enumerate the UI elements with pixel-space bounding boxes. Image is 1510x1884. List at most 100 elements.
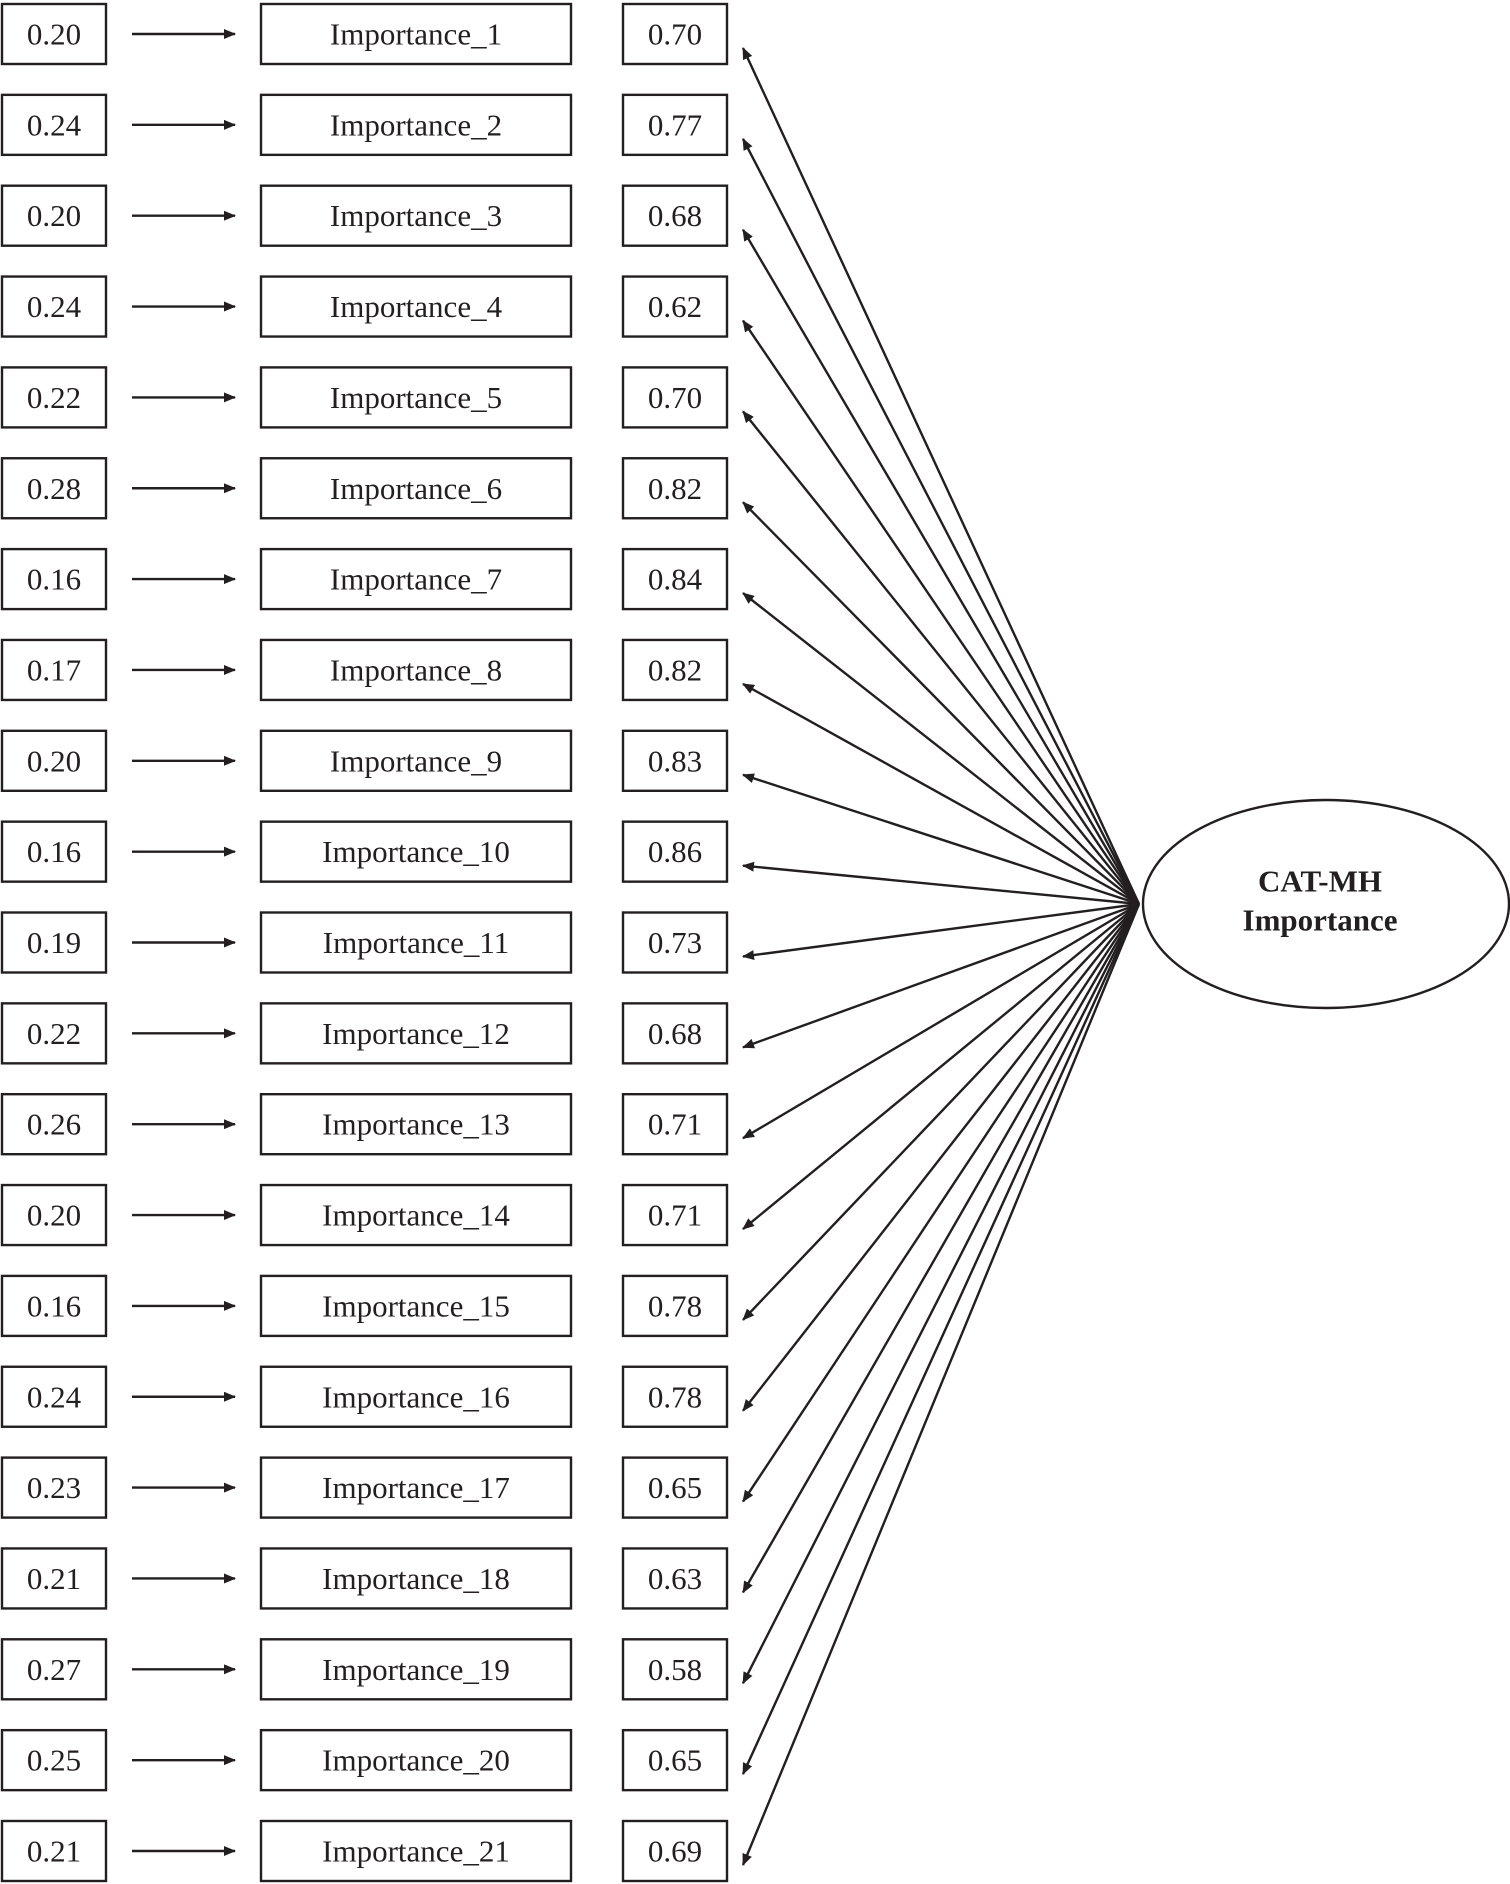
loading-box bbox=[621, 1728, 729, 1792]
indicator-box bbox=[259, 1638, 573, 1701]
indicator-label: Importance_4 bbox=[330, 289, 503, 324]
loading-path bbox=[741, 903, 1141, 1776]
error-box bbox=[0, 729, 108, 792]
loading-value: 0.71 bbox=[648, 1107, 702, 1142]
error-box bbox=[0, 1002, 108, 1065]
indicator-label: Importance_16 bbox=[322, 1379, 510, 1414]
loading-path bbox=[742, 903, 1140, 1230]
loading-path bbox=[742, 861, 1140, 906]
loading-path bbox=[741, 137, 1141, 905]
indicator-label: Importance_3 bbox=[330, 198, 502, 233]
loading-path bbox=[741, 228, 1141, 905]
loading-path bbox=[741, 903, 1141, 1866]
loading-path bbox=[742, 501, 1140, 905]
error-box bbox=[0, 366, 108, 429]
loading-box bbox=[621, 547, 729, 611]
loading-box bbox=[621, 457, 729, 520]
loading-value: 0.86 bbox=[648, 834, 702, 869]
item-row: 0.16 Importance_10 0.86 bbox=[0, 820, 729, 883]
indicator-label: Importance_5 bbox=[330, 380, 502, 415]
loading-box bbox=[621, 1547, 729, 1610]
loading-box bbox=[621, 1092, 729, 1156]
indicator-label: Importance_2 bbox=[330, 107, 502, 142]
error-value: 0.20 bbox=[27, 17, 81, 52]
error-value: 0.28 bbox=[27, 471, 81, 506]
loading-box bbox=[621, 1819, 729, 1883]
loading-paths bbox=[741, 47, 1141, 1866]
loading-path bbox=[742, 319, 1140, 905]
indicator-box bbox=[259, 820, 573, 883]
error-box bbox=[0, 1728, 108, 1792]
indicator-box bbox=[259, 638, 573, 702]
loading-path bbox=[742, 592, 1140, 905]
indicator-box bbox=[259, 184, 573, 247]
loading-path bbox=[742, 410, 1140, 905]
loading-value: 0.78 bbox=[648, 1288, 702, 1323]
loading-box bbox=[621, 184, 729, 247]
error-value: 0.24 bbox=[27, 289, 82, 324]
error-value: 0.19 bbox=[27, 925, 81, 960]
error-value: 0.25 bbox=[27, 1743, 81, 1778]
loading-value: 0.68 bbox=[648, 1016, 702, 1051]
indicator-label: Importance_19 bbox=[322, 1652, 510, 1687]
error-value: 0.27 bbox=[27, 1652, 81, 1687]
loading-value: 0.84 bbox=[648, 562, 703, 597]
indicator-label: Importance_10 bbox=[322, 834, 510, 869]
error-value: 0.22 bbox=[27, 380, 81, 415]
loading-value: 0.83 bbox=[648, 743, 702, 778]
indicator-box bbox=[259, 275, 573, 338]
indicator-box bbox=[259, 1456, 573, 1519]
loading-value: 0.77 bbox=[648, 107, 702, 142]
loading-box bbox=[621, 1365, 729, 1428]
error-box bbox=[0, 1092, 108, 1156]
error-box bbox=[0, 638, 108, 702]
error-value: 0.20 bbox=[27, 198, 81, 233]
error-box bbox=[0, 820, 108, 883]
indicator-box bbox=[259, 457, 573, 520]
error-box bbox=[0, 1183, 108, 1247]
indicator-box bbox=[259, 2, 573, 66]
indicator-box bbox=[259, 1728, 573, 1792]
loading-box bbox=[621, 1183, 729, 1247]
indicator-box bbox=[259, 1365, 573, 1428]
latent-title-line1: CAT-MH bbox=[1258, 864, 1382, 899]
loading-value: 0.71 bbox=[648, 1198, 702, 1233]
loading-path bbox=[741, 903, 1141, 1503]
indicator-box bbox=[259, 729, 573, 792]
indicator-box bbox=[259, 911, 573, 974]
loading-box bbox=[621, 1274, 729, 1338]
error-box bbox=[0, 93, 108, 157]
loading-value: 0.73 bbox=[648, 925, 702, 960]
item-row: 0.27 Importance_19 0.58 bbox=[0, 1638, 729, 1701]
error-value: 0.21 bbox=[27, 1561, 81, 1596]
indicator-label: Importance_6 bbox=[330, 471, 502, 506]
error-value: 0.16 bbox=[27, 834, 81, 869]
error-box bbox=[0, 1456, 108, 1519]
loading-box bbox=[621, 93, 729, 157]
loading-value: 0.65 bbox=[648, 1743, 702, 1778]
error-value: 0.23 bbox=[27, 1470, 81, 1505]
loading-value: 0.58 bbox=[648, 1652, 702, 1687]
indicator-label: Importance_15 bbox=[322, 1288, 510, 1323]
loading-box bbox=[621, 1002, 729, 1065]
error-value: 0.24 bbox=[27, 1379, 82, 1414]
indicator-label: Importance_12 bbox=[322, 1016, 510, 1051]
error-value: 0.21 bbox=[27, 1834, 81, 1869]
loading-path bbox=[742, 902, 1140, 961]
error-box bbox=[0, 547, 108, 611]
